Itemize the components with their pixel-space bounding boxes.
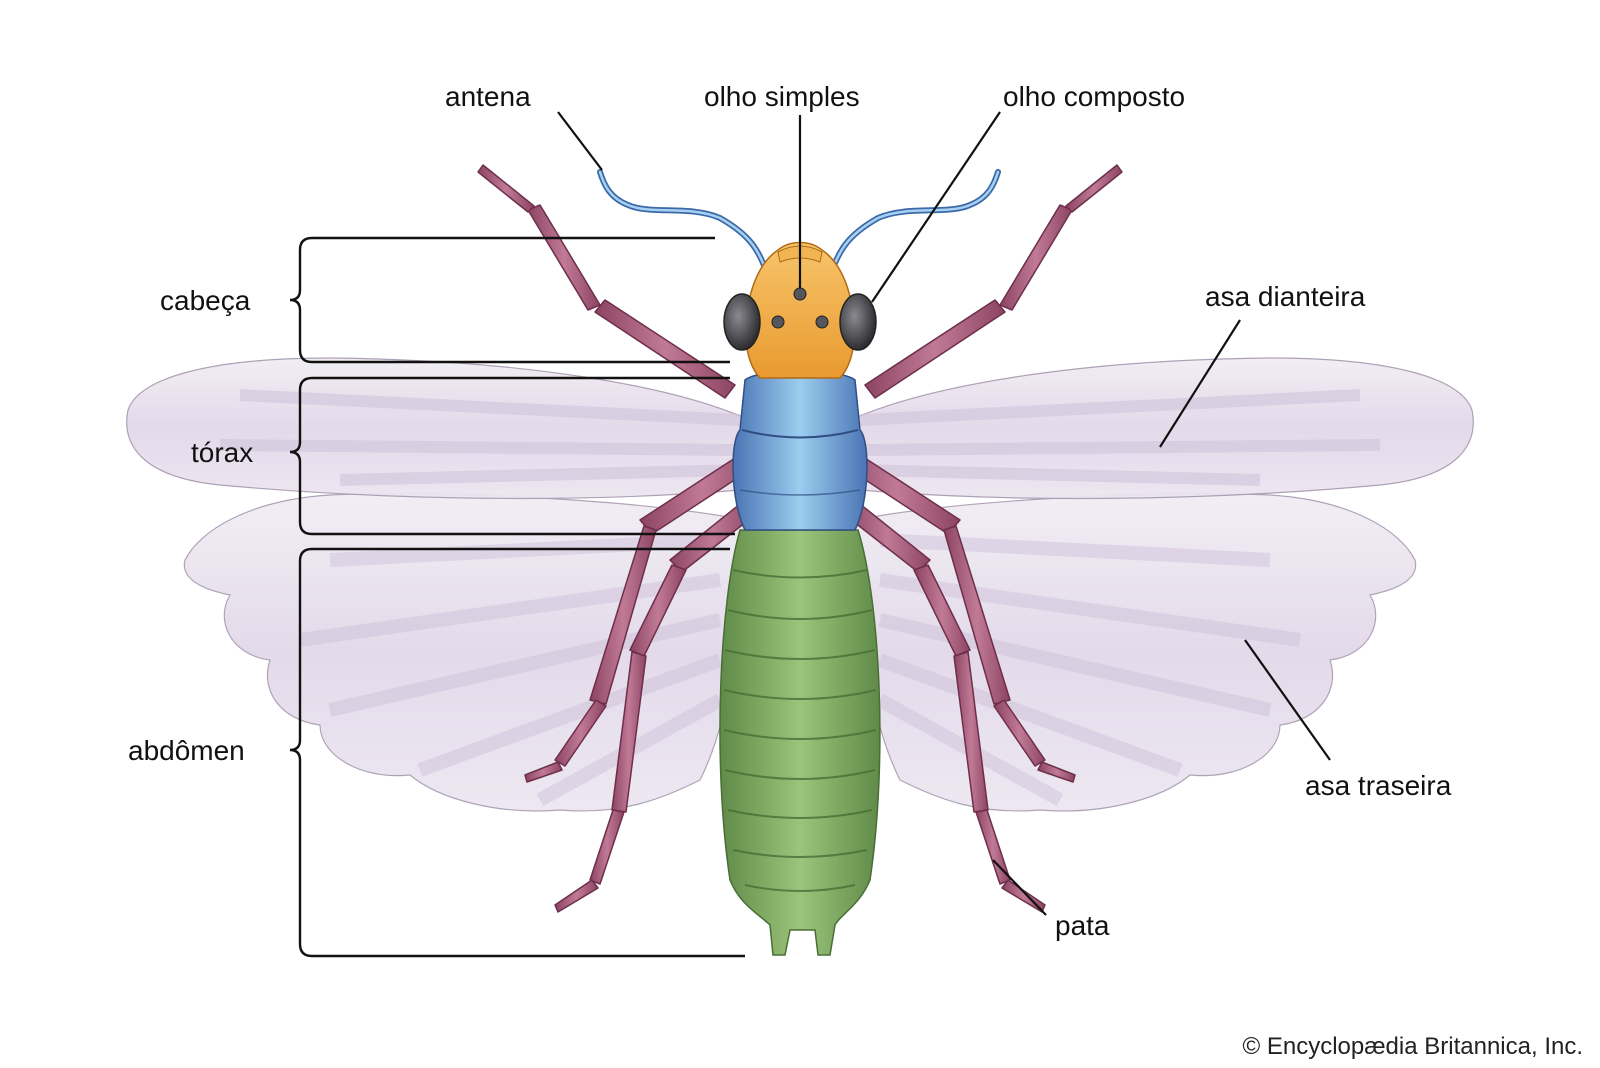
- abdomen-bracket: [289, 547, 745, 958]
- leader-antenna: [557, 111, 603, 171]
- leader-compound-eye: [871, 111, 1001, 303]
- copyright-credit: © Encyclopædia Britannica, Inc.: [1242, 1033, 1583, 1060]
- forewing-left: [126, 357, 761, 500]
- label-leg: pata: [1055, 910, 1110, 941]
- antennae: [597, 169, 1001, 285]
- hindwing-left: [183, 493, 746, 812]
- label-thorax: tórax: [191, 437, 253, 468]
- label-antenna: antena: [445, 81, 531, 112]
- label-hindwing: asa traseira: [1305, 770, 1452, 801]
- label-abdomen: abdômen: [128, 735, 245, 766]
- abdomen-body: [719, 529, 881, 956]
- label-head: cabeça: [160, 285, 251, 316]
- simple-eyes: [771, 287, 829, 329]
- label-forewing: asa dianteira: [1205, 281, 1366, 312]
- compound-eye-right: [839, 293, 877, 351]
- label-simple-eye: olho simples: [704, 81, 860, 112]
- forewing-right: [839, 357, 1474, 500]
- label-compound-eye: olho composto: [1003, 81, 1185, 112]
- thorax-body: [732, 370, 868, 531]
- leader-forewing: [1159, 319, 1241, 448]
- compound-eye-left: [723, 293, 761, 351]
- head-bracket: [289, 236, 730, 364]
- leader-leg: [992, 859, 1047, 916]
- thorax-bracket: [289, 376, 735, 536]
- hindwing-right: [854, 493, 1417, 812]
- leader-hindwing: [1244, 639, 1331, 761]
